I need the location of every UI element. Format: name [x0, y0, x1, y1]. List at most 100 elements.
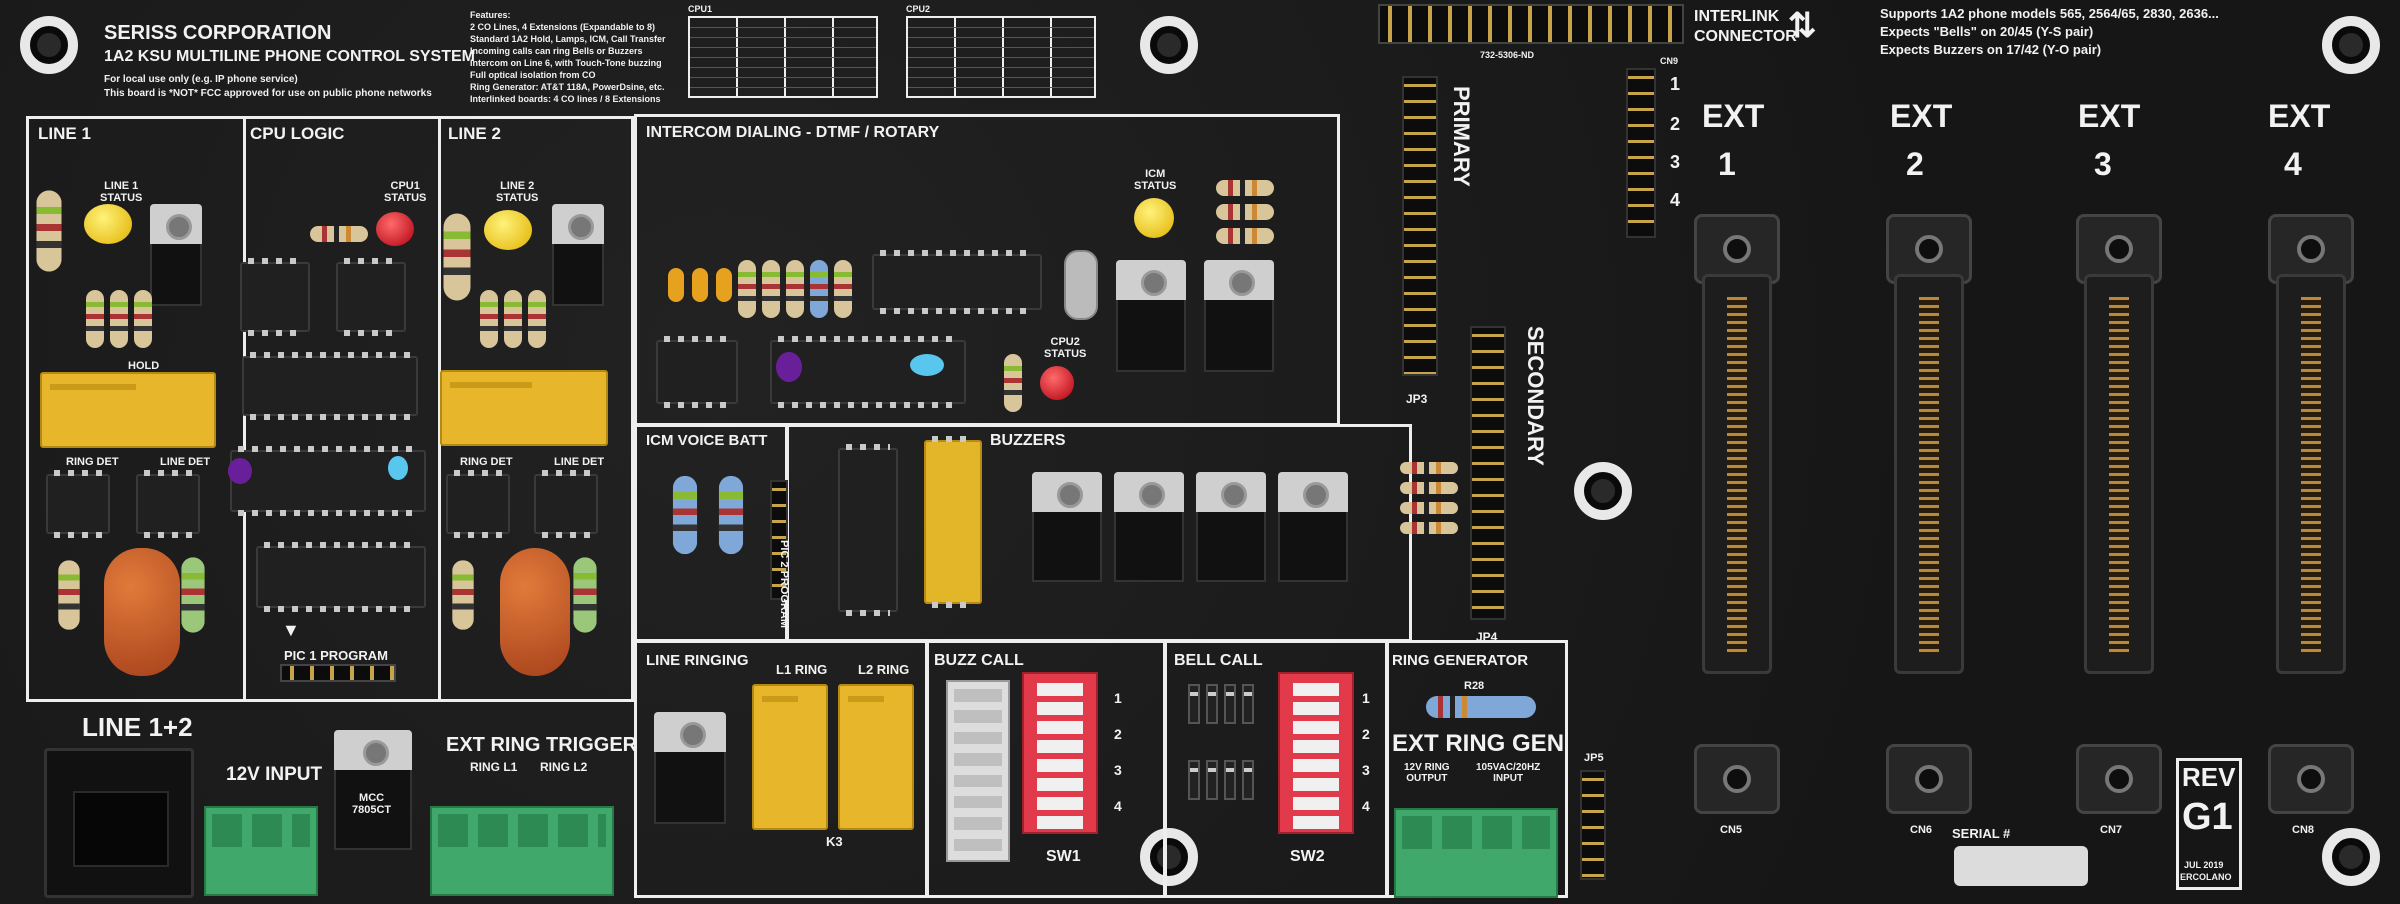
- resistor-r7: [181, 557, 205, 633]
- connector-cn5[interactable]: [1694, 214, 1780, 814]
- brand-title: SERISS CORPORATION: [104, 22, 332, 44]
- label-author: ERCOLANO: [2180, 872, 2232, 882]
- serial-number-box: [1954, 846, 2088, 886]
- resistor-r26: [1216, 204, 1274, 220]
- label-line2-status: LINE 2 STATUS: [496, 180, 539, 204]
- relay-l2-ring: [838, 684, 914, 830]
- jumper-purple-2: [776, 352, 802, 382]
- resistor-r19: [738, 260, 756, 318]
- transistor-q8: [1114, 472, 1184, 582]
- ext1-number: 1: [1718, 146, 1736, 182]
- bell-ext-3: 3: [1362, 762, 1370, 778]
- feature-line: Full optical isolation from CO: [470, 70, 596, 80]
- ext4-number: 4: [2284, 146, 2302, 182]
- transistor-q4: [654, 712, 726, 824]
- diode-b3: [1400, 482, 1458, 494]
- ic-optocoupler-3: [446, 470, 510, 538]
- ic-optocoupler-2: [136, 470, 200, 538]
- relay-hold-1: [40, 372, 216, 448]
- resistor-r12b: [452, 560, 474, 630]
- terminal-ext-ring-trigger[interactable]: [430, 806, 614, 896]
- label-date: JUL 2019: [2184, 860, 2224, 870]
- regulator-mcc-7805: [1116, 260, 1186, 372]
- supports-models: Supports 1A2 phone models 565, 2564/65, …: [1880, 6, 2219, 21]
- label-ring-l2: RING L2: [540, 760, 588, 774]
- interlink-connector-label: CONNECTOR: [1694, 28, 1797, 45]
- label-ring-l1: RING L1: [470, 760, 518, 774]
- cpu2-table-title: CPU2: [906, 4, 931, 14]
- section-title-icm-voice: ICM VOICE BATT: [646, 432, 768, 449]
- resistor-r5: [58, 560, 80, 630]
- section-title-cpu-logic: CPU LOGIC: [250, 124, 345, 143]
- ic-uln-driver: [242, 352, 418, 420]
- mounting-hole: [1140, 16, 1198, 74]
- cpu1-table-title: CPU1: [688, 4, 713, 14]
- led-icm-status: [1134, 198, 1174, 238]
- header-jp5[interactable]: [1580, 770, 1606, 880]
- jumper-blue: [388, 456, 408, 480]
- diode-bell-4: [1242, 684, 1254, 724]
- terminal-12v-input[interactable]: [204, 806, 318, 896]
- header-jp4-secondary[interactable]: [1470, 326, 1506, 620]
- mounting-hole: [2322, 16, 2380, 74]
- diode-bell-6: [1206, 760, 1218, 800]
- ext-select-2: 2: [1670, 114, 1681, 134]
- connector-cn6[interactable]: [1886, 214, 1972, 814]
- relay-l1-ring: [752, 684, 828, 830]
- resistor-r14: [573, 557, 597, 633]
- label-ext-ring-gen: EXT RING GEN: [1392, 730, 1565, 757]
- ext3-number: 3: [2094, 146, 2112, 182]
- header-ext-select[interactable]: [1626, 68, 1656, 238]
- label-rev: REV: [2182, 762, 2236, 792]
- dip-switch-sw2[interactable]: [1278, 672, 1354, 834]
- header-jp3-primary[interactable]: [1402, 76, 1438, 376]
- label-ring-det-1: RING DET: [66, 456, 119, 468]
- capacitor-c1: [104, 548, 180, 676]
- section-title-bell-call: BELL CALL: [1174, 652, 1263, 669]
- label-ring-output: 12V RING OUTPUT: [1404, 762, 1450, 784]
- transistor-q9: [1196, 472, 1266, 582]
- buzz-ext-3: 3: [1114, 762, 1122, 778]
- label-jp4: JP4: [1476, 630, 1498, 644]
- label-sw1: SW1: [1046, 848, 1081, 865]
- transistor-q7: [1032, 472, 1102, 582]
- header-jp2-pic2[interactable]: [770, 480, 788, 600]
- led-line2-status: [484, 210, 532, 250]
- capacitor-c6: [692, 268, 708, 302]
- label-jp3: JP3: [1406, 392, 1428, 406]
- ext1-label: EXT: [1702, 98, 1765, 134]
- label-cn7: CN7: [2100, 824, 2123, 836]
- mounting-hole: [2322, 828, 2380, 886]
- connector-cn7[interactable]: [2076, 214, 2162, 814]
- supports-bells: Expects "Bells" on 20/45 (Y-S pair): [1880, 24, 2094, 39]
- section-title-ring-generator: RING GENERATOR: [1392, 652, 1529, 669]
- connector-cn8[interactable]: [2268, 214, 2354, 814]
- section-title-line-ringing: LINE RINGING: [646, 652, 749, 669]
- resistor-r28: [1426, 696, 1536, 718]
- board-subtitle: 1A2 KSU MULTILINE PHONE CONTROL SYSTEM: [104, 48, 475, 65]
- ext2-label: EXT: [1890, 98, 1953, 134]
- rj-jack-line12[interactable]: [44, 748, 194, 898]
- resistor-r17: [310, 226, 368, 242]
- ic-optocoupler-4: [534, 470, 598, 538]
- diode-bell-1: [1188, 684, 1200, 724]
- resistor-r3: [110, 290, 128, 348]
- diode-bell-2: [1206, 684, 1218, 724]
- interlink-header[interactable]: [1378, 4, 1684, 44]
- resistor-r24: [834, 260, 852, 318]
- supports-buzzers: Expects Buzzers on 17/42 (Y-O pair): [1880, 42, 2102, 57]
- label-pic2-program: PIC 2 PROGRAM: [778, 540, 790, 629]
- dip-switch-sw1[interactable]: [1022, 672, 1098, 834]
- resistor-r11: [504, 290, 522, 348]
- resistor-r10: [480, 290, 498, 348]
- terminal-ring-gen[interactable]: [1394, 808, 1558, 898]
- ext3-label: EXT: [2078, 98, 2141, 134]
- feature-line: Interlinked boards: 4 CO lines / 8 Exten…: [470, 94, 661, 104]
- revision-box: [2176, 758, 2242, 890]
- ic-optocoupler-1: [46, 470, 110, 538]
- capacitor-c3: [500, 548, 570, 676]
- capacitor-c5: [668, 268, 684, 302]
- label-k3: K3: [826, 834, 843, 849]
- header-jp1[interactable]: [280, 664, 396, 682]
